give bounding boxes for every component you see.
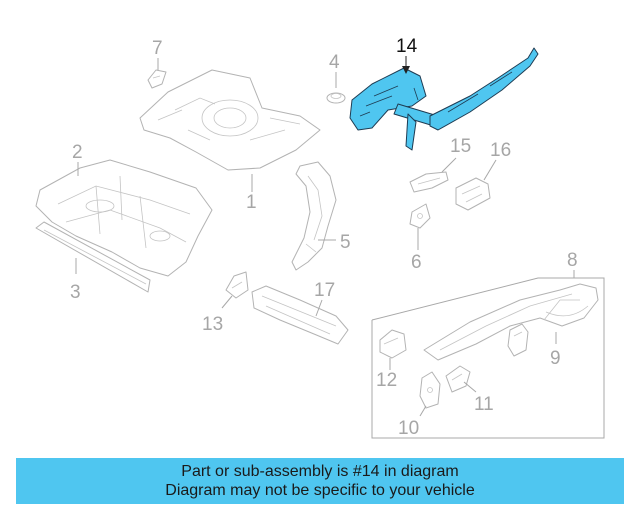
part-17 [251, 285, 349, 345]
callout-16: 16 [490, 140, 511, 161]
callout-13: 13 [202, 314, 223, 335]
callout-15: 15 [450, 136, 471, 157]
callout-12: 12 [376, 370, 397, 391]
part-5 [291, 161, 337, 271]
part-8-group: 8 9 12 10 11 [371, 250, 605, 439]
banner-line-2: Diagram may not be specific to your vehi… [165, 482, 475, 499]
part-15 [409, 171, 449, 193]
callout-14: 14 [396, 36, 418, 57]
callout-9: 9 [550, 348, 561, 369]
callout-10: 10 [398, 418, 419, 439]
banner-line-1: Part or sub-assembly is #14 in diagram [181, 463, 459, 480]
callout-11: 11 [474, 394, 494, 415]
callout-4: 4 [329, 52, 340, 73]
part-6 [409, 203, 431, 229]
part-3 [35, 221, 151, 293]
part-1 [139, 69, 321, 171]
part-2 [35, 159, 213, 277]
callout-17: 17 [314, 280, 335, 301]
info-banner: Part or sub-assembly is #14 in diagram D… [16, 458, 624, 504]
callout-3: 3 [70, 282, 81, 303]
part-16 [455, 177, 491, 211]
callout-7: 7 [152, 38, 163, 59]
callout-2: 2 [72, 142, 83, 163]
part-13 [225, 271, 249, 299]
parts-diagram: 7 1 4 14 2 3 [35, 36, 605, 439]
part-4 [326, 92, 346, 104]
callout-8: 8 [567, 250, 578, 271]
callout-6: 6 [411, 252, 422, 273]
callout-5: 5 [340, 232, 351, 253]
callout-1: 1 [246, 192, 257, 213]
part-14-highlighted [349, 47, 539, 151]
part-7 [147, 69, 167, 89]
